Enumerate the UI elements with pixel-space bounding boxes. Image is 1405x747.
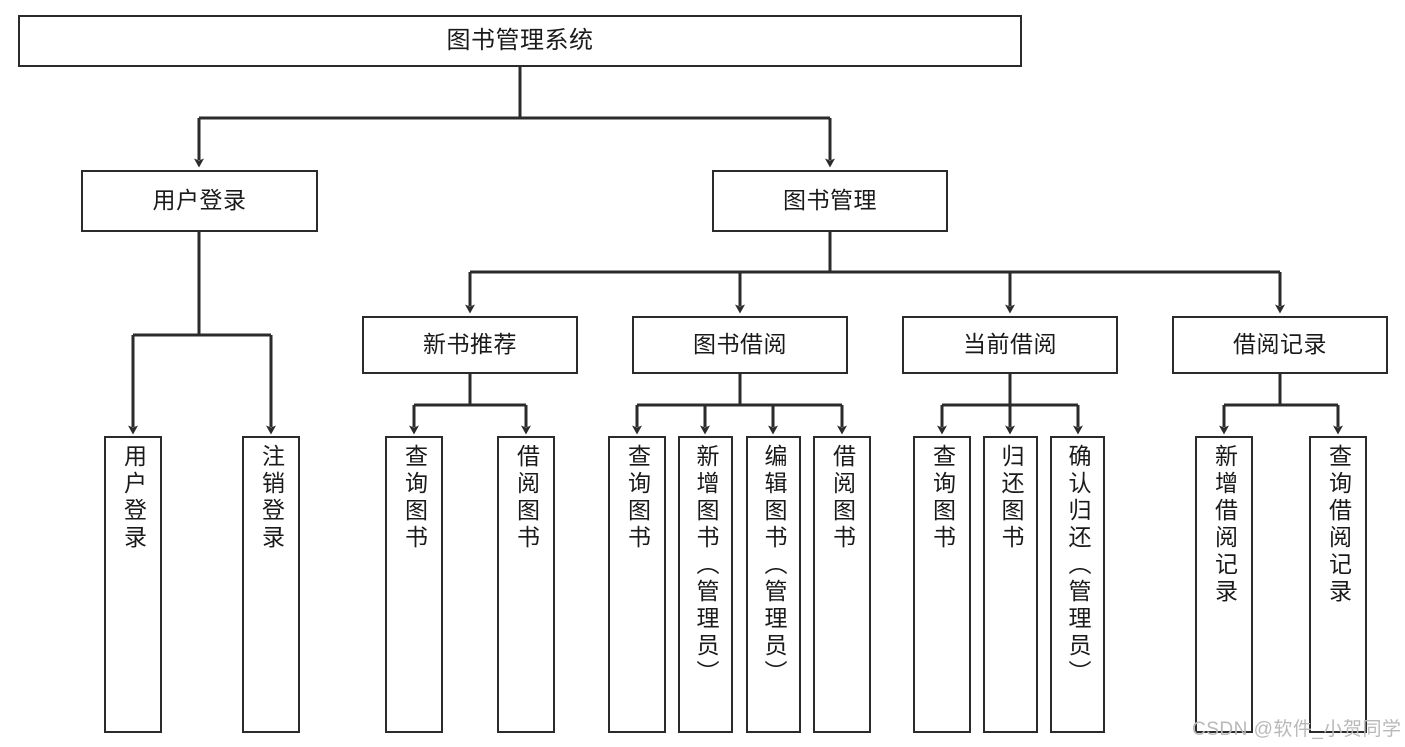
node-leaf-confirm-return-label: 确认归还（管理员） — [1065, 444, 1091, 687]
node-leaf-query-book-2-label: 查询图书 — [624, 444, 651, 552]
node-leaf-logout-label: 注销登录 — [258, 444, 285, 552]
node-leaf-borrow-book-1[interactable]: 借阅图书 — [497, 436, 555, 733]
node-leaf-add-record-label: 新增借阅记录 — [1211, 444, 1238, 606]
node-leaf-return-book[interactable]: 归还图书 — [983, 436, 1038, 733]
node-leaf-confirm-return[interactable]: 确认归还（管理员） — [1050, 436, 1105, 733]
node-leaf-borrow-book-1-label: 借阅图书 — [513, 444, 540, 552]
node-leaf-return-book-label: 归还图书 — [998, 444, 1024, 552]
node-leaf-borrow-book-2-label: 借阅图书 — [829, 444, 856, 552]
node-user-login[interactable]: 用户登录 — [81, 170, 318, 232]
node-leaf-query-book-3-label: 查询图书 — [929, 444, 956, 552]
node-leaf-add-book[interactable]: 新增图书（管理员） — [678, 436, 733, 733]
node-leaf-query-book-2[interactable]: 查询图书 — [608, 436, 666, 733]
node-current-borrow[interactable]: 当前借阅 — [902, 316, 1118, 374]
node-leaf-edit-book-label: 编辑图书（管理员） — [761, 444, 787, 687]
node-leaf-edit-book[interactable]: 编辑图书（管理员） — [746, 436, 801, 733]
node-root-system[interactable]: 图书管理系统 — [18, 15, 1022, 67]
node-leaf-query-book-1-label: 查询图书 — [401, 444, 428, 552]
node-book-borrow[interactable]: 图书借阅 — [632, 316, 848, 374]
node-leaf-query-record-label: 查询借阅记录 — [1325, 444, 1352, 606]
node-leaf-add-record[interactable]: 新增借阅记录 — [1195, 436, 1253, 733]
node-leaf-query-book-1[interactable]: 查询图书 — [385, 436, 443, 733]
node-leaf-user-login-label: 用户登录 — [120, 444, 147, 552]
node-leaf-user-login[interactable]: 用户登录 — [104, 436, 162, 733]
node-user-login-label: 用户登录 — [152, 187, 247, 214]
node-root-system-label: 图书管理系统 — [446, 26, 594, 54]
node-current-borrow-label: 当前借阅 — [963, 331, 1057, 358]
node-new-book-recommend-label: 新书推荐 — [423, 331, 517, 358]
node-leaf-add-book-label: 新增图书（管理员） — [693, 444, 719, 687]
node-leaf-logout[interactable]: 注销登录 — [242, 436, 300, 733]
node-book-management[interactable]: 图书管理 — [712, 170, 948, 232]
node-borrow-record-label: 借阅记录 — [1233, 331, 1327, 358]
node-new-book-recommend[interactable]: 新书推荐 — [362, 316, 578, 374]
node-book-management-label: 图书管理 — [783, 187, 877, 214]
node-book-borrow-label: 图书借阅 — [693, 331, 787, 358]
node-leaf-borrow-book-2[interactable]: 借阅图书 — [813, 436, 871, 733]
node-leaf-query-book-3[interactable]: 查询图书 — [913, 436, 971, 733]
node-borrow-record[interactable]: 借阅记录 — [1172, 316, 1388, 374]
node-leaf-query-record[interactable]: 查询借阅记录 — [1309, 436, 1367, 733]
